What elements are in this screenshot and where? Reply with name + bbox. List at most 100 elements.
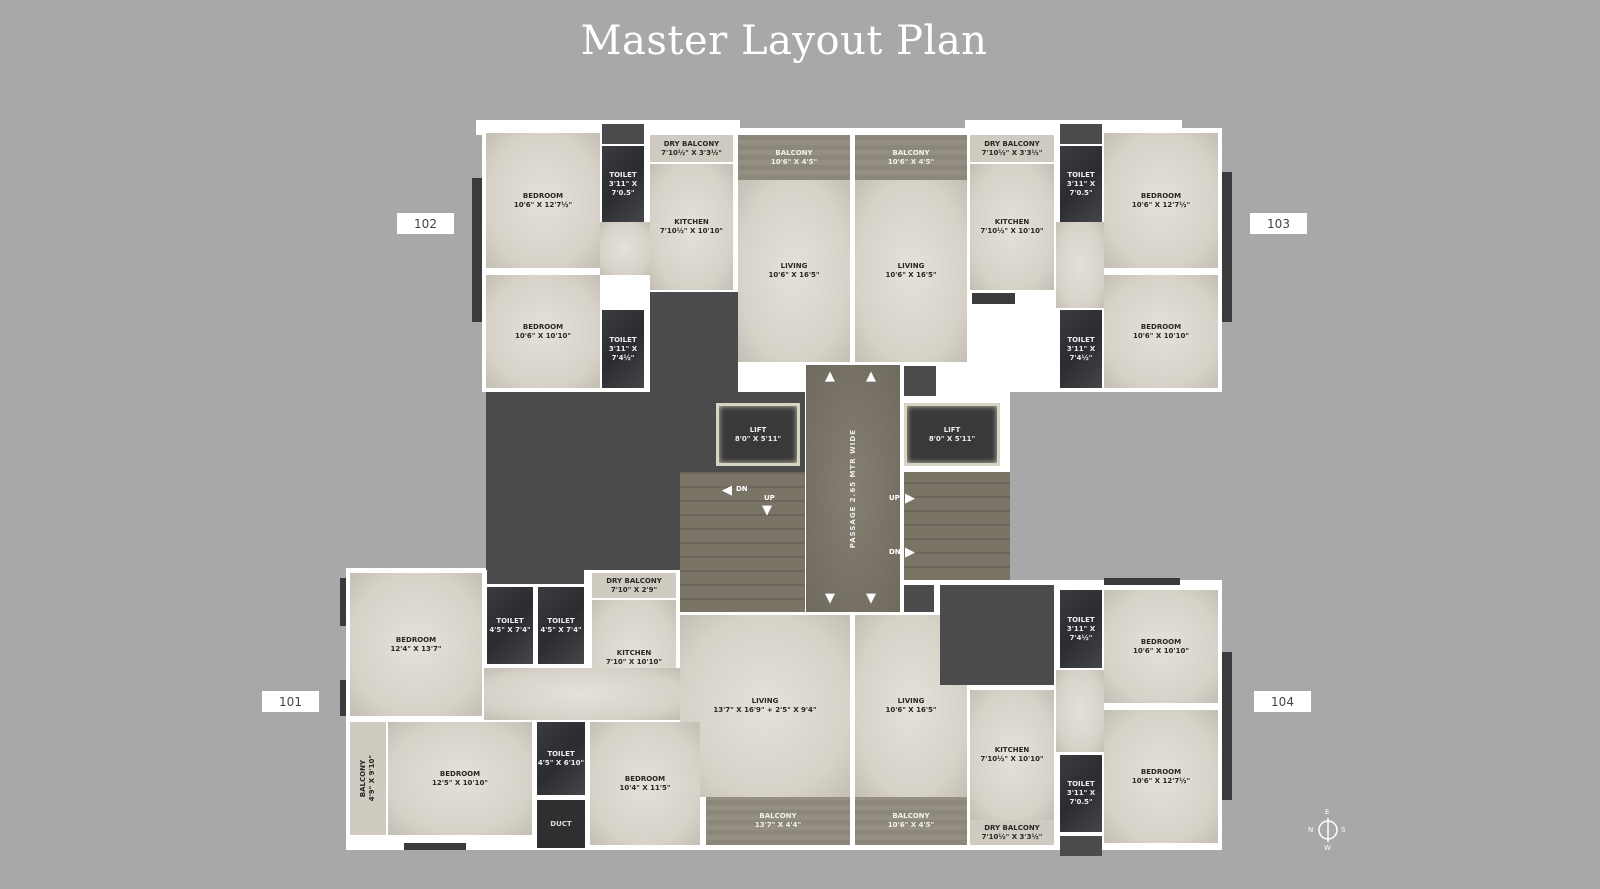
room-name: DRY BALCONY xyxy=(984,139,1040,148)
unit-label-103: 103 xyxy=(1250,213,1307,234)
room-dimensions: 10'6" X 10'10" xyxy=(1133,646,1189,655)
staircase xyxy=(904,472,1010,580)
unit-label-101: 101 xyxy=(262,691,319,712)
compass-west: W xyxy=(1324,844,1331,852)
room-name: LIFT xyxy=(943,425,961,434)
room-dimensions: 10'6" X 12'7½" xyxy=(1131,200,1191,209)
room-dimensions: 12'4" X 13'7" xyxy=(390,644,442,653)
arrow-up-icon: ▲ xyxy=(866,369,876,384)
stair-dn-label: DN xyxy=(889,548,901,556)
window xyxy=(404,843,466,850)
room-dimensions: 3'11" X 7'0.5" xyxy=(1066,179,1096,197)
room-name: LIVING xyxy=(897,262,925,270)
compass-south: S xyxy=(1341,826,1346,834)
room-dimensions: 7'10½" X 10'10" xyxy=(980,755,1044,763)
room-dimensions: 3'11" X 7'4½" xyxy=(1066,344,1096,362)
room-dimensions: 10'4" X 11'5" xyxy=(619,783,671,792)
room-dimensions: 13'7" X 4'4" xyxy=(754,821,802,829)
open-duct-area xyxy=(650,292,738,392)
room-dimensions: 13'7" X 16'9" + 2'5" X 9'4" xyxy=(713,706,817,714)
window xyxy=(340,680,346,716)
room-name: LIFT xyxy=(749,425,767,434)
corridor xyxy=(1056,222,1104,308)
room-dimensions: 10'6" X 16'5" xyxy=(885,271,937,279)
unit-label-104: 104 xyxy=(1254,691,1311,712)
room-dimensions: 10'6" X 4'5" xyxy=(770,157,818,166)
room-dimensions: 8'0" X 5'11" xyxy=(734,434,782,443)
room-name: TOILET xyxy=(1067,170,1095,179)
room-name: TOILET xyxy=(1067,335,1095,344)
arrow-up-icon: ▲ xyxy=(825,369,835,384)
shaft xyxy=(487,568,584,584)
room-dimensions: 4'9" X 9'10" xyxy=(368,755,376,802)
passage-label: PASSAGE 2.65 MTR WIDE xyxy=(848,428,857,549)
arrow-right-icon: ▶ xyxy=(905,545,915,560)
arrow-down-icon: ▼ xyxy=(825,591,835,606)
corridor xyxy=(484,668,680,720)
room-name: BEDROOM xyxy=(395,635,437,644)
room-name: TOILET xyxy=(496,616,524,625)
room-name: TOILET xyxy=(547,616,575,625)
shaft xyxy=(904,585,934,612)
window xyxy=(1222,652,1232,800)
room-dimensions: 10'6" X 10'10" xyxy=(515,331,571,340)
room-dimensions: 10'6" X 16'5" xyxy=(885,706,937,714)
window xyxy=(472,178,482,322)
room-dimensions: 10'6" X 12'7½" xyxy=(1131,776,1191,785)
room-dimensions: 10'6" X 4'5" xyxy=(887,157,935,166)
room-name: TOILET xyxy=(1067,615,1095,624)
compass-icon: E N S W xyxy=(1308,808,1348,852)
room-name: BALCONY xyxy=(759,812,797,820)
compass-north: N xyxy=(1308,826,1314,834)
room-name: DRY BALCONY xyxy=(984,823,1040,832)
unit-label-102: 102 xyxy=(397,213,454,234)
room-name: LIVING xyxy=(780,262,808,270)
compass-east: E xyxy=(1325,808,1330,816)
room-name: BEDROOM xyxy=(522,322,564,331)
room-name: TOILET xyxy=(609,170,637,179)
duct: DUCT xyxy=(537,800,585,848)
shaft xyxy=(1060,836,1102,856)
room-dimensions: 3'11" X 7'4½" xyxy=(1066,624,1096,642)
room-dimensions: 7'10" X 2'9" xyxy=(610,585,658,594)
room-dimensions: 8'0" X 5'11" xyxy=(928,434,976,443)
room-name: BALCONY xyxy=(892,148,930,157)
room-name: DRY BALCONY xyxy=(663,139,720,148)
room-name: KITCHEN xyxy=(674,218,709,226)
room-name: TOILET xyxy=(547,749,575,758)
shaft xyxy=(602,124,644,144)
room-name: TOILET xyxy=(609,335,637,344)
room-dimensions: 7'10" X 10'10" xyxy=(606,658,662,666)
page-title: Master Layout Plan xyxy=(580,18,988,64)
passage: PASSAGE 2.65 MTR WIDE xyxy=(806,365,900,612)
room-dimensions: 7'10½" X 3'3½" xyxy=(981,832,1043,841)
room-dimensions: 4'5" X 6'10" xyxy=(537,758,585,767)
room-name: BALCONY xyxy=(359,759,367,798)
room-name: BEDROOM xyxy=(1140,191,1182,200)
room-dimensions: 10'6" X 16'5" xyxy=(768,271,820,279)
room-dimensions: 3'11" X 7'0.5" xyxy=(1066,789,1096,806)
room-name: KITCHEN xyxy=(994,746,1030,754)
room-dimensions: 12'5" X 10'10" xyxy=(432,778,488,787)
corridor xyxy=(600,222,650,275)
stair-dn-label: DN xyxy=(736,485,748,493)
arrow-down-icon: ▼ xyxy=(866,591,876,606)
